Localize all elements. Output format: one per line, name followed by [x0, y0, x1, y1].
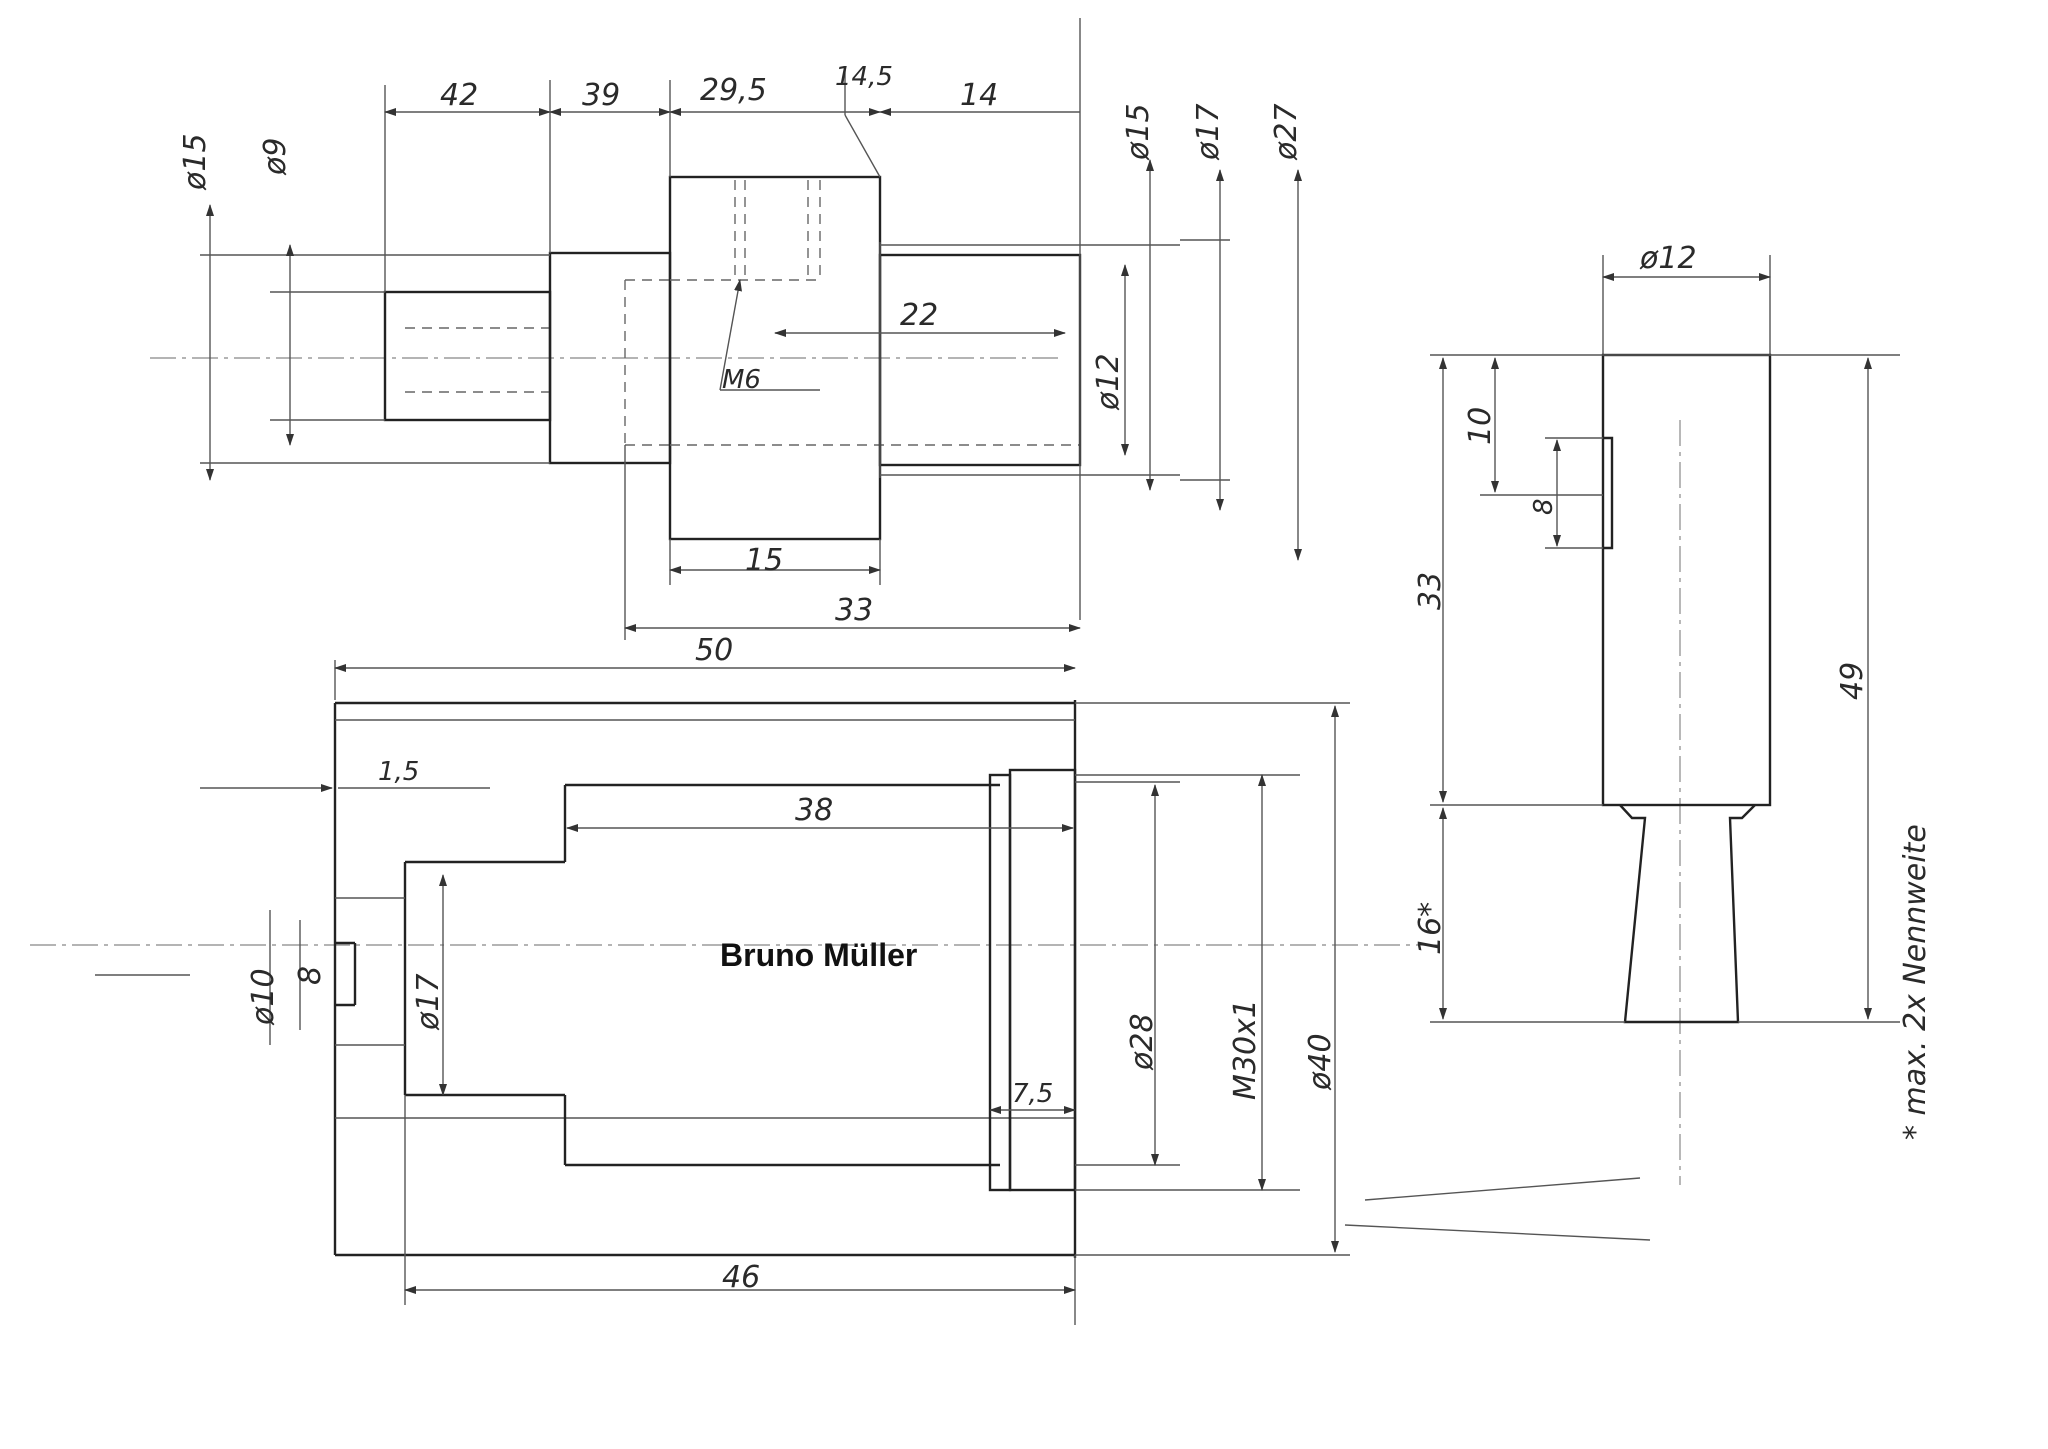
dim-len10: 10 — [1463, 407, 1498, 445]
dim-len50: 50 — [695, 633, 733, 668]
dim-len1-5: 1,5 — [378, 757, 419, 787]
dim-d17: ø17 — [1191, 103, 1226, 161]
author-name: Bruno Müller — [720, 937, 917, 973]
dim-len14: 14 — [960, 78, 998, 113]
dim-d27: ø27 — [1269, 103, 1304, 161]
dim-thread-m6: M6 — [722, 365, 761, 395]
section-view: 50 1,5 38 ø10 8 — [30, 633, 1651, 1325]
dim-len49: 49 — [1835, 662, 1870, 700]
dim-d40: ø40 — [1303, 1033, 1338, 1091]
dim-len7-5: 7,5 — [1012, 1079, 1053, 1109]
dim-len46: 46 — [722, 1260, 760, 1295]
dim-d15-left: ø15 — [178, 133, 213, 191]
footnote: * max. 2x Nennweite — [1898, 824, 1933, 1140]
dim-thread-m30: M30x1 — [1228, 999, 1263, 1100]
dim-d15-right: ø15 — [1121, 103, 1156, 161]
dim-len33-side: 33 — [1413, 572, 1448, 610]
dim-d12: ø12 — [1091, 353, 1126, 411]
dim-d12-side: ø12 — [1639, 241, 1697, 276]
dim-d9: ø9 — [258, 138, 293, 176]
side-view: ø12 10 8 33 16* 49 * max. 2x Nennweite — [1413, 241, 1933, 1185]
dim-len42: 42 — [440, 78, 478, 113]
dim-len39: 39 — [582, 78, 620, 113]
dim-len16: 16* — [1413, 902, 1448, 955]
dim-d28: ø28 — [1125, 1013, 1160, 1071]
top-view: ø15 ø9 42 39 29,5 14,5 14 ø15 ø17 ø27 22 — [150, 18, 1304, 640]
dim-len29-5: 29,5 — [700, 73, 767, 108]
dim-len33: 33 — [835, 593, 873, 628]
dim-len14-5: 14,5 — [835, 62, 893, 92]
dim-len8: 8 — [1529, 498, 1559, 515]
dim-d10: ø10 — [246, 968, 281, 1026]
dim-d17-section: ø17 — [411, 973, 446, 1031]
dim-len22: 22 — [900, 298, 938, 333]
dim-len38: 38 — [795, 793, 833, 828]
dim-d8: 8 — [293, 966, 328, 985]
dim-len15: 15 — [745, 543, 783, 578]
